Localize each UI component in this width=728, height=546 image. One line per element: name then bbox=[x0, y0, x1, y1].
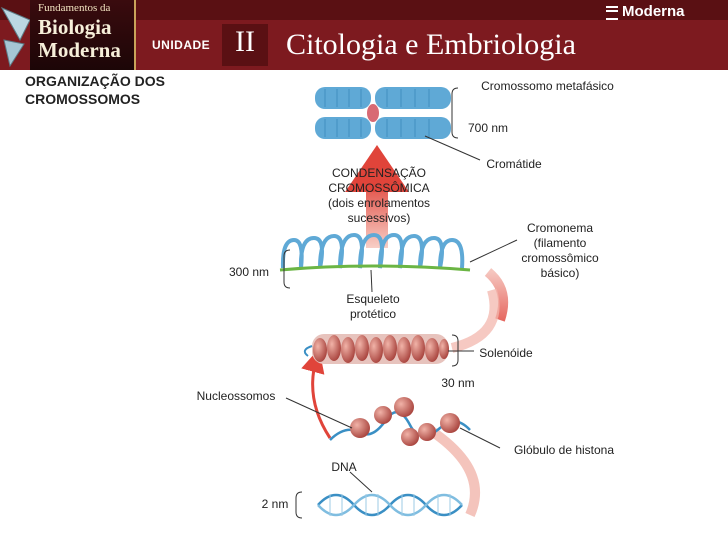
leader-chromonema bbox=[469, 239, 518, 263]
leader-chromatid bbox=[424, 135, 481, 161]
page-heading: ORGANIZAÇÃO DOS CROMOSSOMOS bbox=[25, 72, 245, 108]
unit-number: II bbox=[235, 25, 255, 58]
header-banner: Fundamentos da Biologia Moderna UNIDADE … bbox=[0, 0, 728, 70]
nucleosome-to-solenoid-arrow bbox=[301, 348, 332, 439]
chromonema-line3: cromossômico bbox=[521, 251, 599, 265]
chromonema-to-chromatid-arrow bbox=[484, 268, 508, 322]
condensation-arrow bbox=[345, 145, 409, 248]
skeleton-line1: Esqueleto bbox=[346, 292, 400, 306]
metaphase-chromosome bbox=[315, 87, 451, 139]
leader-skeleton bbox=[370, 269, 373, 293]
publisher-logo-icon bbox=[606, 6, 618, 20]
label-condensation: CONDENSAÇÃO CROMOSSÔMICA (dois enrolamen… bbox=[314, 166, 444, 226]
label-30nm: 30 nm bbox=[441, 376, 475, 390]
unit-label: UNIDADE bbox=[152, 38, 211, 52]
dna-double-helix bbox=[317, 493, 463, 517]
label-nucleosomes: Nucleossomos bbox=[196, 389, 276, 403]
label-metaphase-chromosome: Cromossomo metafásico bbox=[481, 79, 614, 93]
header-top-strip bbox=[0, 0, 728, 20]
chromonema-loops bbox=[279, 232, 471, 272]
label-chromatid: Cromátide bbox=[486, 157, 542, 171]
protein-skeleton bbox=[279, 264, 471, 272]
dna-to-nucleosome-arrow bbox=[427, 425, 480, 518]
nucleosomes bbox=[329, 397, 471, 446]
solenoid bbox=[303, 334, 449, 364]
bracket-300nm bbox=[283, 249, 291, 289]
book-title-line3: Moderna bbox=[38, 38, 121, 62]
heading-line1: ORGANIZAÇÃO DOS bbox=[25, 73, 165, 89]
book-title-line2: Biologia bbox=[38, 15, 112, 39]
label-chromonema: Cromonema (filamento cromossômico básico… bbox=[505, 221, 615, 281]
label-dna: DNA bbox=[331, 460, 357, 474]
leader-nucleosomes bbox=[285, 397, 353, 429]
condensation-line2: CROMOSSÔMICA bbox=[328, 181, 430, 195]
solenoid-to-chromonema-arrow bbox=[450, 288, 500, 353]
skeleton-line2: protético bbox=[349, 307, 397, 321]
butterfly-icon bbox=[0, 6, 31, 68]
book-title-line1: Fundamentos da bbox=[38, 2, 111, 14]
condensation-line3: (dois enrolamentos bbox=[327, 196, 431, 210]
bracket-2nm bbox=[295, 491, 303, 519]
label-histone-globule: Glóbulo de histona bbox=[513, 443, 615, 457]
label-700nm: 700 nm bbox=[467, 121, 509, 135]
unit-number-box bbox=[222, 24, 268, 66]
leader-histone bbox=[459, 427, 501, 449]
book-logo bbox=[30, 0, 136, 70]
label-2nm: 2 nm bbox=[261, 497, 289, 511]
heading-line2: CROMOSSOMOS bbox=[25, 91, 141, 107]
chromonema-line1: Cromonema bbox=[526, 221, 594, 235]
publisher-name: Moderna bbox=[622, 3, 685, 20]
label-300nm: 300 nm bbox=[228, 265, 270, 279]
chromonema-line2: (filamento bbox=[533, 236, 587, 250]
chapter-title: Citologia e Embriologia bbox=[286, 28, 576, 61]
label-solenoid: Solenóide bbox=[479, 346, 533, 360]
label-protein-skeleton: Esqueleto protético bbox=[330, 292, 416, 322]
leader-dna bbox=[349, 471, 373, 493]
condensation-line1: CONDENSAÇÃO bbox=[331, 166, 426, 180]
bracket-700nm bbox=[451, 87, 459, 139]
chromonema-line4: básico) bbox=[540, 266, 580, 280]
condensation-line4: sucessivos) bbox=[347, 211, 411, 225]
